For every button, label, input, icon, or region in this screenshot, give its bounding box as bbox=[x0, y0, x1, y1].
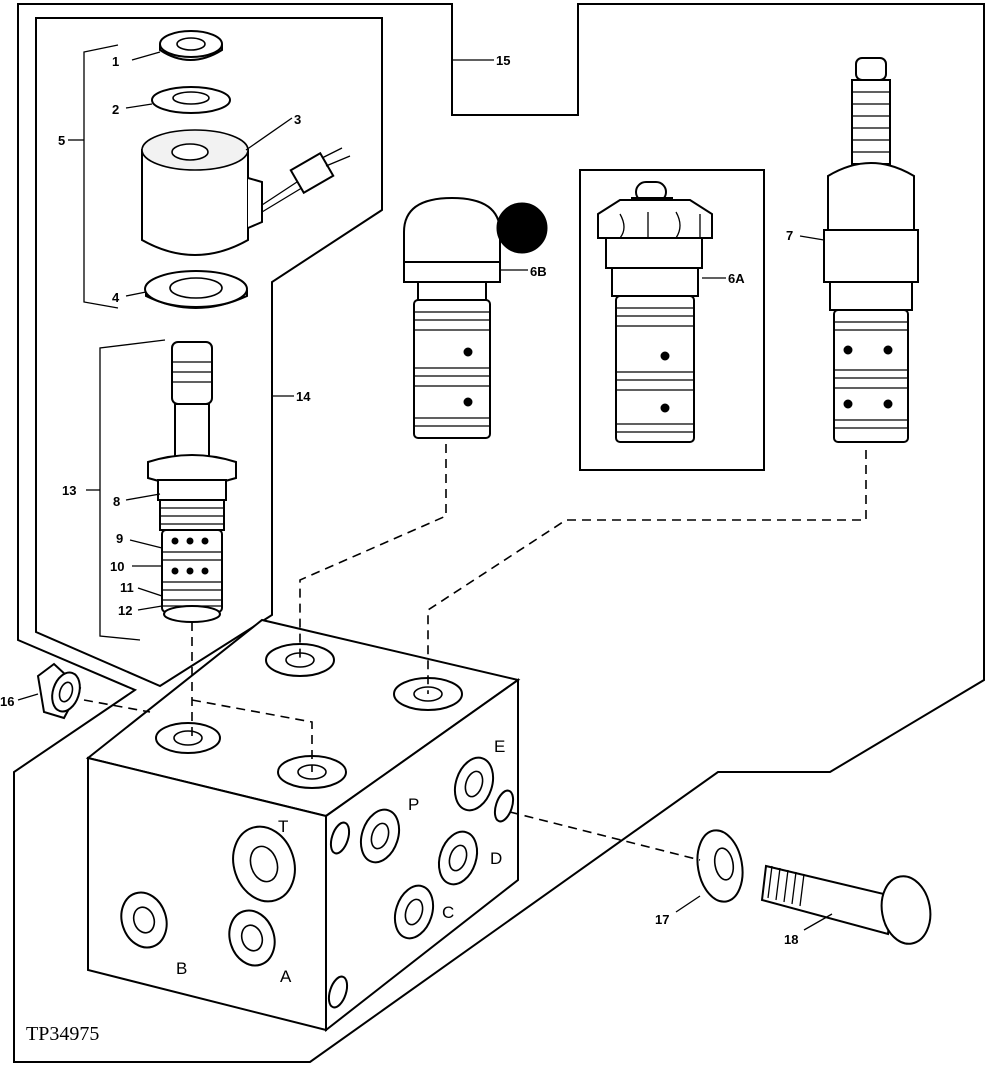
drawing-code: TP34975 bbox=[26, 1023, 99, 1045]
callout-2: 2 bbox=[112, 102, 119, 117]
manifold-block bbox=[85, 618, 521, 1033]
bracket-13 bbox=[99, 339, 166, 641]
port-label-c: C bbox=[442, 903, 454, 922]
boundary-6a bbox=[579, 169, 765, 471]
port-label-p: P bbox=[408, 795, 419, 814]
callout-18: 18 bbox=[784, 932, 798, 947]
callout-5: 5 bbox=[58, 133, 65, 148]
assembly-lines bbox=[83, 444, 867, 861]
relief-valve-part-6b bbox=[403, 196, 548, 439]
callout-15: 15 bbox=[496, 53, 510, 68]
callout-16: 16 bbox=[0, 694, 14, 709]
callout-10: 10 bbox=[110, 559, 124, 574]
callout-13: 13 bbox=[62, 483, 76, 498]
plug-part-16 bbox=[36, 662, 82, 720]
nut-part-1 bbox=[159, 30, 223, 61]
washer-part-4 bbox=[144, 270, 248, 309]
callout-6b: 6B bbox=[530, 264, 547, 279]
port-label-e: E bbox=[494, 737, 505, 756]
coil-part-3 bbox=[141, 129, 351, 256]
callout-17: 17 bbox=[655, 912, 669, 927]
callout-6a: 6A bbox=[728, 271, 745, 286]
callout-11: 11 bbox=[120, 580, 134, 595]
threaded-valve-part-7 bbox=[823, 57, 919, 443]
washer-part-2 bbox=[151, 86, 231, 114]
washer-part-17 bbox=[696, 829, 744, 903]
port-label-d: D bbox=[490, 849, 502, 868]
boundary-14 bbox=[35, 17, 383, 688]
callout-14: 14 bbox=[296, 389, 311, 404]
callout-8: 8 bbox=[113, 494, 120, 509]
callout-9: 9 bbox=[116, 531, 123, 546]
port-label-a: A bbox=[280, 967, 292, 986]
boundary-15 bbox=[13, 3, 985, 1063]
callout-4: 4 bbox=[112, 290, 120, 305]
port-label-b: B bbox=[176, 959, 187, 978]
callout-1: 1 bbox=[112, 54, 119, 69]
bolt-part-18 bbox=[760, 864, 932, 945]
pressure-valve-part-6a bbox=[597, 181, 713, 443]
callout-12: 12 bbox=[118, 603, 132, 618]
leader-lines bbox=[17, 51, 833, 931]
callout-7: 7 bbox=[786, 228, 793, 243]
port-label-t: T bbox=[278, 817, 288, 836]
cartridge-part-13 bbox=[147, 341, 237, 623]
callout-3: 3 bbox=[294, 112, 301, 127]
bracket-5 bbox=[83, 44, 119, 309]
